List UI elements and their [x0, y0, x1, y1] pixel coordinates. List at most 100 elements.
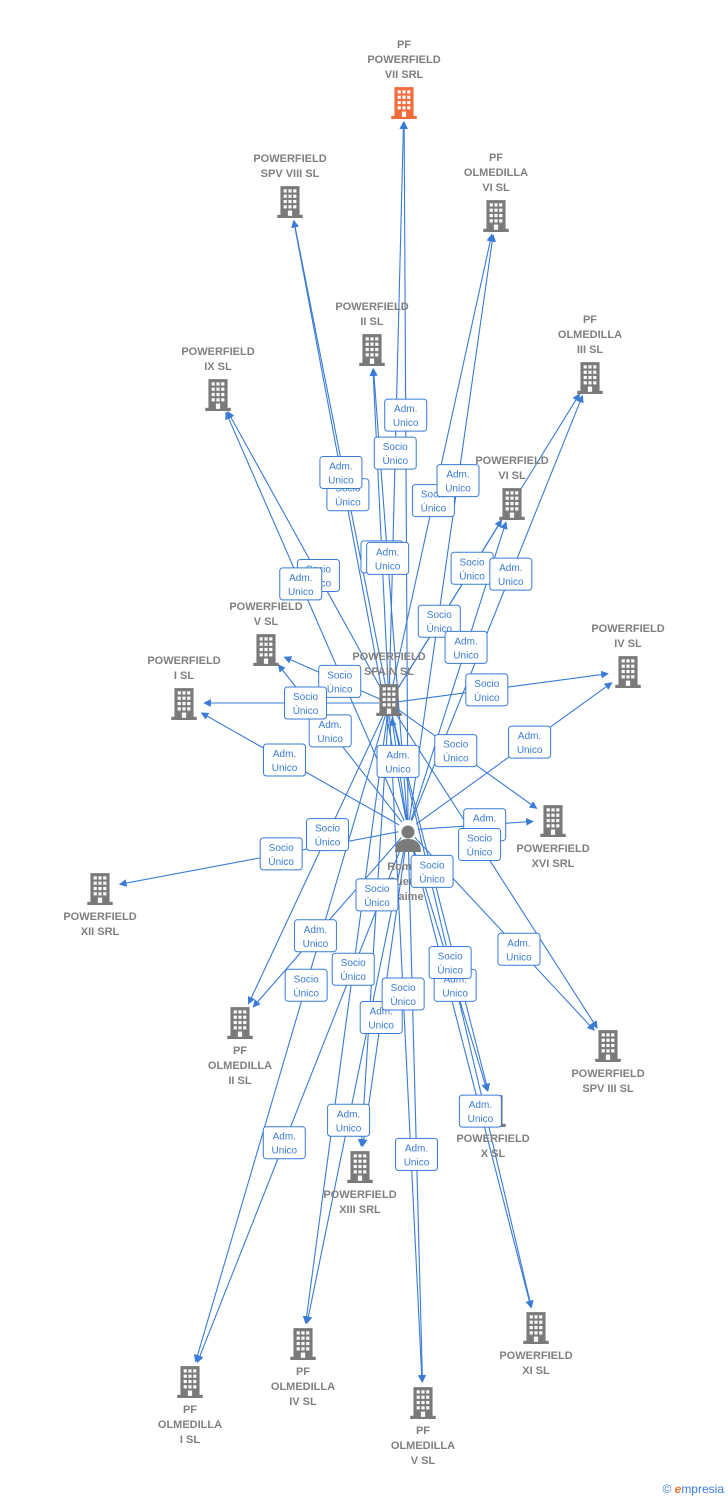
person-icon	[395, 825, 421, 852]
edge-label-adm[interactable]: Adm.Unico	[395, 1137, 439, 1171]
node-pf-xii[interactable]: POWERFIELD XII SRL	[63, 873, 137, 938]
edge-label-text: Adm.	[507, 938, 530, 949]
node-label-line: II SL	[360, 316, 384, 328]
node-label-line: IV SL	[614, 638, 642, 650]
node-label-line: POWERFIELD	[335, 301, 408, 313]
edge-label-text: Adm.	[499, 563, 522, 574]
brand-footer[interactable]: © empresia	[662, 1482, 724, 1496]
node-label-line: XII SRL	[81, 926, 120, 938]
edge-label-adm[interactable]: Adm.Unico	[327, 1103, 371, 1137]
edge-label-text: Socio	[269, 843, 294, 854]
edge-label-text: Unico	[317, 734, 343, 745]
edge-label-text: Socio	[460, 557, 485, 568]
edge-label-text: Único	[268, 855, 294, 868]
edge-label-text: Único	[293, 986, 319, 999]
brand-name: mpresia	[681, 1482, 724, 1496]
building-icon	[499, 488, 525, 520]
node-pf-ii[interactable]: POWERFIELD II SL	[335, 301, 409, 366]
building-icon	[347, 1151, 373, 1183]
edge-label-adm[interactable]: Adm.Unico	[489, 557, 533, 591]
edge-label-adm[interactable]: Adm.Unico	[436, 464, 480, 498]
edge-label-text: Unico	[288, 587, 314, 598]
edge-label-adm[interactable]: Adm.Unico	[319, 455, 363, 489]
node-label-line: POWERFIELD	[323, 1189, 396, 1201]
node-label-line: SPV III SL	[582, 1083, 634, 1095]
edge-label-text: Único	[340, 970, 366, 983]
edge-label-adm[interactable]: Adm.Unico	[497, 932, 541, 966]
edge-label-text: Socio	[420, 860, 445, 871]
edge-label-text: Socio	[427, 610, 452, 621]
edge-label-adm[interactable]: Adm.Unico	[376, 744, 420, 778]
edge-label-adm[interactable]: Adm.Unico	[293, 919, 337, 953]
node-label-line: POWERFIELD	[63, 911, 136, 923]
node-label-line: OLMEDILLA	[208, 1060, 272, 1072]
edge-label-text: Socio	[364, 884, 389, 895]
node-label-line: XIII SRL	[339, 1204, 381, 1216]
edge-label-text: Unico	[393, 418, 419, 429]
building-icon	[290, 1328, 316, 1360]
edge-label-text: Unico	[303, 939, 329, 950]
edge-label-adm[interactable]: Adm.Unico	[444, 630, 488, 664]
edge-label-text: Único	[293, 704, 319, 717]
edge-label-adm[interactable]: Adm.Unico	[384, 398, 428, 432]
building-icon	[540, 805, 566, 837]
edge-labels-layer: SocioÚnicoAdm.UnicoSocioÚnicoAdm.UnicoSo…	[259, 398, 552, 1171]
edge-label-text: Unico	[271, 1146, 297, 1157]
node-label-line: PF	[397, 39, 411, 51]
edge-label-adm[interactable]: Adm.Unico	[263, 743, 307, 777]
edge-label-text: Socio	[335, 484, 360, 495]
node-label-line: VII SRL	[385, 69, 424, 81]
edge-label-adm[interactable]: Adm.Unico	[262, 1126, 306, 1160]
node-label-line: V SL	[254, 616, 279, 628]
edge-label-text: Socio	[474, 679, 499, 690]
node-label-line: XI SL	[522, 1365, 550, 1377]
edge-label-adm[interactable]: Adm.Unico	[458, 1094, 502, 1128]
edge-label-adm[interactable]: Adm.Unico	[308, 714, 352, 748]
node-pf-xiii[interactable]: POWERFIELD XIII SRL	[323, 1151, 397, 1216]
node-label-line: POWERFIELD	[456, 1133, 529, 1145]
copyright-symbol: ©	[662, 1482, 672, 1496]
edge-label-adm[interactable]: Adm.Unico	[279, 567, 323, 601]
node-label-line: PF	[296, 1366, 310, 1378]
edge-label-adm[interactable]: Adm.Unico	[366, 541, 410, 575]
building-icon	[177, 1366, 203, 1398]
node-label-line: POWERFIELD	[181, 346, 254, 358]
edge-label-adm[interactable]: Adm.Unico	[508, 725, 552, 759]
edge-romero-to-olmedilla-vi	[408, 234, 496, 821]
edge-label-text: Unico	[453, 650, 479, 661]
edge-label-text: Adm.	[273, 749, 296, 760]
